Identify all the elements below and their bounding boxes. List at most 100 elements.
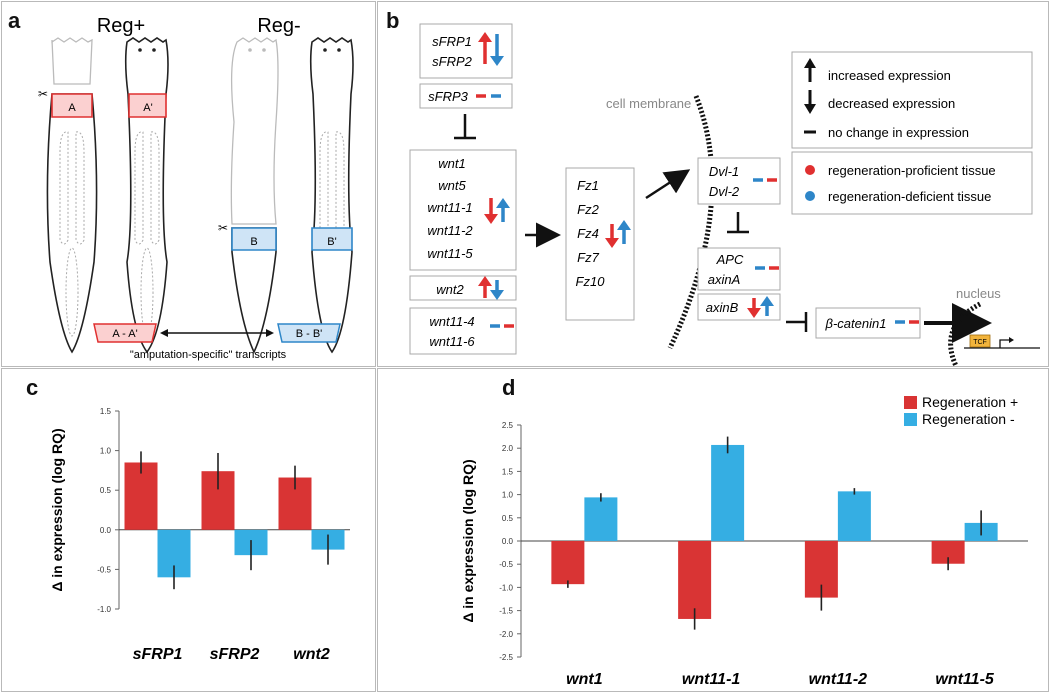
worm-reg-minus-1: B ✂ [218, 37, 279, 354]
gene-sfrp2: sFRP2 [432, 54, 473, 69]
scissors-icon: ✂ [38, 87, 48, 101]
diff-b-box [277, 323, 341, 343]
panel-c: c 1.5 1.0 0.5 0.0 -0.5 -1.0 Δ in expression (l… [1, 368, 376, 692]
gene-dvl1: Dvl-1 [709, 164, 739, 179]
y-tick-label: 2.5 [502, 421, 514, 430]
wnt-box [409, 149, 517, 271]
reg-plus-label: Reg+ [97, 15, 145, 37]
tcf-box [969, 334, 991, 348]
y-tick-label: 1.0 [100, 447, 112, 456]
bar [124, 462, 158, 530]
panel-label-d: d [502, 375, 516, 400]
region-b-prime: B' [327, 236, 336, 248]
y-tick-label: -2.0 [499, 630, 513, 639]
y-tick-label: 1.5 [100, 407, 112, 416]
y-tick-label: 0.0 [100, 526, 112, 535]
y-tick-label: 2.0 [502, 444, 514, 453]
diff-b-label: B - B' [296, 328, 323, 340]
scissors-icon: ✂ [218, 221, 228, 235]
cell-membrane-label: cell membrane [606, 96, 691, 111]
legend-proficient: regeneration-proficient tissue [828, 163, 996, 178]
gene-axina: axinA [708, 272, 741, 287]
category-label: sFRP1 [133, 646, 183, 663]
gene-wnt2: wnt2 [436, 282, 464, 297]
y-tick-label: 0.5 [100, 486, 112, 495]
wnt114-box [409, 307, 517, 355]
gene-fz4: Fz4 [577, 226, 599, 241]
up-red-icon [478, 32, 492, 64]
gene-wnt11-6: wnt11-6 [429, 334, 475, 349]
worm-reg-plus-2: A' [124, 37, 169, 354]
legend-swatch [904, 413, 917, 426]
panel-label-b: b [386, 8, 400, 33]
diff-a-box [93, 323, 157, 343]
down-blue-icon [490, 34, 504, 66]
bar [931, 541, 965, 564]
category-label: wnt11-2 [809, 671, 867, 688]
y-tick-label: -1.0 [97, 605, 111, 614]
bar [678, 541, 712, 619]
dvl-box [697, 157, 781, 205]
gene-sfrp3: sFRP3 [428, 89, 469, 104]
reg-minus-label: Reg- [257, 15, 300, 37]
worm-reg-plus-1: A ✂ [38, 37, 98, 354]
panel-a: a Reg+ Reg- A ✂ A' B [1, 1, 376, 367]
panel-label-c: c [26, 375, 39, 400]
pathway-diagram: sFRP1 sFRP2 sFRP3 wnt1 wnt5 wnt11-1 wnt1… [409, 23, 1040, 366]
legend-swatch [904, 396, 917, 409]
gene-fz10: Fz10 [576, 274, 606, 289]
worm-reg-minus-2: B' [309, 37, 354, 354]
bar [711, 444, 745, 541]
y-tick-label: -0.5 [97, 565, 111, 574]
region-b: B [250, 236, 257, 248]
nucleus-label: nucleus [956, 286, 1001, 301]
legend-nochange: no change in expression [828, 125, 969, 140]
y-tick-label: -2.5 [499, 653, 513, 662]
gene-fz7: Fz7 [577, 250, 599, 265]
cell-membrane [667, 95, 715, 350]
down-red-icon [484, 198, 498, 224]
gene-fz1: Fz1 [577, 178, 599, 193]
worm-diagram: Reg+ Reg- A ✂ A' B ✂ [38, 15, 354, 361]
region-a: A [68, 102, 76, 114]
gene-wnt5: wnt5 [438, 178, 466, 193]
y-axis-label: Δ in expression (log RQ) [460, 459, 476, 622]
gene-sfrp1: sFRP1 [432, 34, 472, 49]
y-tick-label: 1.5 [502, 467, 514, 476]
gene-fz2: Fz2 [577, 202, 599, 217]
gene-wnt11-5: wnt11-5 [427, 246, 473, 261]
bar [837, 491, 871, 541]
gene-apc: APC [716, 252, 744, 267]
legend-increased: increased expression [828, 68, 951, 83]
gene-bcat: β-catenin1 [825, 316, 887, 331]
category-label: sFRP2 [210, 646, 260, 663]
legend: increased expression decreased expressio… [791, 51, 1033, 215]
gene-wnt11-2: wnt11-2 [427, 223, 473, 238]
tcf-label: TCF [973, 339, 987, 346]
y-axis-label: Δ in expression (log RQ) [49, 428, 65, 591]
category-label: wnt11-1 [682, 671, 740, 688]
gene-wnt11-4: wnt11-4 [429, 314, 474, 329]
y-tick-label: -0.5 [499, 560, 513, 569]
category-label: wnt2 [293, 646, 330, 663]
legend-label: Regeneration - [922, 411, 1015, 427]
y-tick-label: 0.0 [502, 537, 514, 546]
chart-d: 2.52.01.51.00.50.0-0.5-1.0-1.5-2.0-2.5Δ … [460, 394, 1028, 688]
y-tick-label: -1.0 [499, 583, 513, 592]
category-label: wnt11-5 [935, 671, 994, 688]
y-tick-label: 0.5 [502, 514, 514, 523]
bar [584, 497, 618, 541]
gene-dvl2: Dvl-2 [709, 184, 740, 199]
fz-to-dvl-arrow [645, 169, 691, 200]
legend-deficient: regeneration-deficient tissue [828, 189, 991, 204]
apc-box [697, 247, 781, 291]
nuclear-membrane [948, 301, 982, 366]
gene-wnt1: wnt1 [438, 156, 465, 171]
gene-wnt11-1: wnt11-1 [427, 200, 472, 215]
y-tick-label: 1.0 [502, 491, 514, 500]
category-label: wnt1 [566, 671, 603, 688]
legend-label: Regeneration + [922, 394, 1018, 410]
diff-a-label: A - A' [112, 328, 137, 340]
caption-amputation: "amputation-specific" transcripts [130, 349, 287, 361]
